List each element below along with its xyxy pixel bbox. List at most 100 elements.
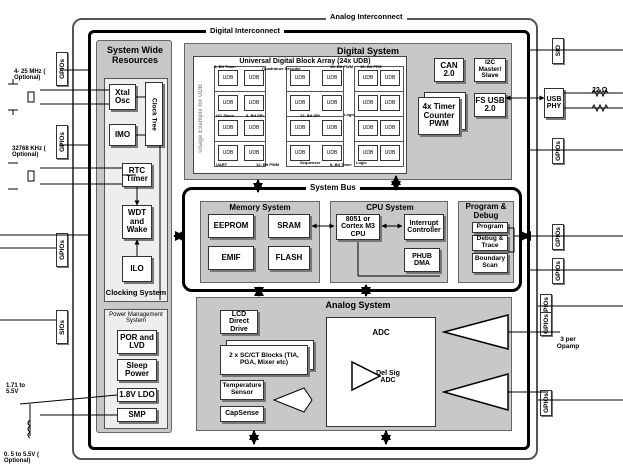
- gpio-block: GPIOs: [540, 312, 552, 336]
- gpio-label: GPIOs: [554, 261, 562, 281]
- fs-usb-block: FS USB 2.0: [474, 93, 506, 117]
- gpio-block: SIOs: [56, 310, 68, 344]
- smp: SMP: [117, 408, 157, 422]
- udb-function-label: 8- Bit Timer: [330, 162, 352, 167]
- udb-cell: UDB: [290, 95, 310, 111]
- emif-block: EMIF: [208, 246, 254, 270]
- udb-function-label: 16- Bit PRS: [360, 64, 382, 69]
- udb-array-title: Universal Digital Block Array (24x UDB): [239, 58, 371, 65]
- udb-function-label: Logic: [344, 112, 355, 117]
- por-lvd: POR and LVD: [117, 330, 157, 354]
- usb-resistor-label: 22 Ω: [592, 87, 608, 94]
- udb-group-outline: [214, 141, 266, 167]
- system-bus-label: System Bus: [306, 183, 360, 192]
- capsense: CapSense: [220, 406, 264, 422]
- adc-label: ADC: [372, 328, 390, 337]
- udb-cell: UDB: [358, 120, 378, 136]
- system-wide-title: System Wide Resources: [107, 45, 163, 65]
- gpio-label: GPIOs: [58, 240, 66, 260]
- udb-cell: UDB: [380, 145, 400, 161]
- udb-cell: UDB: [358, 95, 378, 111]
- gpio-block: GPIOs: [56, 233, 68, 267]
- udb-function-label: I2C Slave: [216, 113, 234, 118]
- udb-group-outline: [354, 66, 404, 92]
- gpio-label: GPIOs: [58, 59, 66, 79]
- udb-cell: UDB: [218, 120, 238, 136]
- udb-cell: UDB: [322, 145, 342, 161]
- opamp-label: 2 x Opamp: [461, 324, 487, 339]
- imo: IMO: [109, 124, 136, 146]
- udb-cell: UDB: [322, 70, 342, 86]
- gpio-label: SIOs: [58, 319, 66, 335]
- cpu-block: 8051 or Cortex M3 CPU: [336, 214, 380, 240]
- udb-function-label: UART: [216, 162, 228, 167]
- udb-function-label: Sequencer: [300, 160, 321, 165]
- gpio-block: GPIOs: [552, 138, 564, 164]
- analog-interconnect-label: Analog Interconnect: [326, 12, 407, 21]
- gpio-block: GPIOs: [552, 258, 564, 284]
- udb-cell: UDB: [218, 145, 238, 161]
- memory-system-title: Memory System: [229, 203, 291, 212]
- udb-cell: UDB: [218, 95, 238, 111]
- debug-trace-block: Debug & Trace: [472, 235, 508, 251]
- i2c-block: I2C Master/ Slave: [474, 58, 506, 82]
- gpio-block: SIO: [552, 38, 564, 64]
- udb-function-label: 8- Bit SPI: [246, 113, 264, 118]
- udb-cell: UDB: [290, 145, 310, 161]
- gpio-label: GPIOs: [542, 314, 550, 334]
- gpio-block: GPIOs: [540, 390, 552, 416]
- udb-group-outline: [214, 66, 266, 92]
- digital-interconnect-label: Digital Interconnect: [206, 26, 285, 35]
- gpio-block: GPIOs: [56, 52, 68, 86]
- cmp-label: 4 x CMP: [459, 388, 487, 395]
- power-management-label: Power Management System: [109, 312, 163, 325]
- temperature-sensor: Temperature Sensor: [220, 380, 264, 400]
- udb-cell: UDB: [322, 95, 342, 111]
- clocking-system-label: Clocking System: [105, 288, 167, 297]
- sram-block: SRAM: [268, 214, 310, 238]
- delsig-adc-label: Del Sig ADC: [376, 370, 400, 385]
- udb-cell: UDB: [290, 70, 310, 86]
- gpio-label: GPIOs: [554, 141, 562, 161]
- sc-ct-blocks: 2 x SC/CT Blocks (TIA, PGA, Mixer etc): [220, 345, 308, 375]
- dac-label: 2x DAC: [283, 396, 309, 403]
- udb-cell: UDB: [358, 145, 378, 161]
- udb-function-label: 12- Bit PWM: [256, 162, 280, 167]
- udb-cell: UDB: [380, 70, 400, 86]
- wdt-wake: WDT and Wake: [122, 205, 152, 239]
- udb-cell: UDB: [244, 145, 264, 161]
- timer-block: 4x Timer Counter PWM: [418, 97, 460, 135]
- udb-function-label: Logic: [356, 160, 367, 165]
- udb-cell: UDB: [244, 95, 264, 111]
- sleep-power: Sleep Power: [117, 359, 157, 381]
- udb-cell: UDB: [244, 120, 264, 136]
- vdd-label: 1.71 to 5.5V: [6, 383, 26, 396]
- udb-function-label: 12- Bit SPI: [300, 113, 320, 118]
- udb-function-label: 8- Bit Timer: [214, 64, 236, 69]
- interrupt-controller: Interrupt Controller: [404, 214, 444, 240]
- udb-group-outline: [214, 116, 266, 142]
- gpio-label: GPIOs: [554, 227, 562, 247]
- flash-block: FLASH: [268, 246, 310, 270]
- udb-cell: UDB: [244, 70, 264, 86]
- ldo-1v8: 1.8V LDO: [117, 388, 157, 402]
- cpu-system-title: CPU System: [366, 203, 414, 212]
- clock-tree: Clock Tree: [145, 82, 163, 146]
- clock-tree-label: Clock Tree: [150, 97, 158, 131]
- udb-cell: UDB: [218, 70, 238, 86]
- phub-dma: PHUB DMA: [404, 248, 440, 272]
- usage-example-label: Usage Example for UDB: [198, 83, 204, 153]
- gpio-label: SIO: [554, 45, 562, 57]
- udb-group-outline: [286, 141, 344, 167]
- udb-cell: UDB: [290, 120, 310, 136]
- udb-group-outline: [354, 141, 404, 167]
- eeprom-block: EEPROM: [208, 214, 254, 238]
- rtc-timer: RTC Timer: [122, 163, 152, 187]
- udb-function-label: 16- Bit PWM: [330, 64, 354, 69]
- udb-cell: UDB: [380, 95, 400, 111]
- udb-cell: UDB: [358, 70, 378, 86]
- program-block: Program: [472, 222, 508, 233]
- udb-group-outline: [286, 116, 344, 142]
- vboost-label: 0. 5 to 5.5V ( Optional): [4, 452, 40, 465]
- ilo: ILO: [122, 256, 152, 282]
